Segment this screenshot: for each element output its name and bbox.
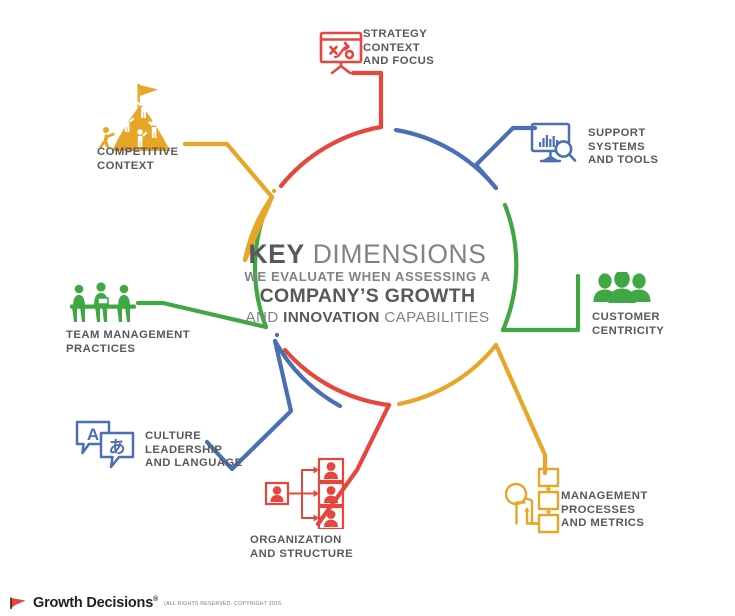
arc-organization (282, 347, 392, 408)
label-management-processes: MANAGEMENT PROCESSES AND METRICS (561, 490, 648, 530)
footer-copyright: (ALL RIGHTS RESERVED. COPYRIGHT 2015. (164, 601, 284, 608)
mountain-climbers-flag-icon (96, 82, 186, 159)
growth-decisions-flag-logo (10, 595, 27, 611)
leader-strategy (350, 70, 384, 130)
center-headline: KEY DIMENSIONS WE EVALUATE WHEN ASSESSIN… (185, 240, 550, 327)
leader-customer-centricity (500, 273, 581, 333)
three-people-group-icon (592, 270, 652, 311)
label-support-systems: SUPPORT SYSTEMS AND TOOLS (588, 127, 659, 167)
footer: Growth Decisions® (ALL RIGHTS RESERVED. … (10, 592, 283, 611)
registered-mark: ® (153, 596, 159, 603)
headline-line-2: WE EVALUATE WHEN ASSESSING A (244, 269, 491, 284)
leader-support-systems (473, 125, 538, 191)
headline-and: AND (245, 309, 284, 326)
arc-management-processes (396, 342, 499, 407)
people-at-table-icon (68, 282, 140, 329)
presentation-board-strategy-icon (316, 27, 366, 82)
label-competitive-context: COMPETITIVE CONTEXT (97, 146, 179, 172)
label-customer-centricity: CUSTOMER CENTRICITY (592, 311, 665, 337)
flowchart-process-icon (504, 466, 565, 539)
headline-line-1: KEY DIMENSIONS (185, 240, 550, 269)
leader-management-processes (493, 342, 548, 476)
monitor-chart-magnifier-icon (528, 119, 580, 172)
footer-brand-name: Growth Decisions® (33, 592, 158, 611)
headline-line-4: AND INNOVATION CAPABILITIES (185, 308, 550, 327)
svg-text:A: A (87, 425, 99, 444)
svg-text:あ: あ (109, 438, 126, 458)
arc-customer-centricity (500, 202, 519, 333)
arc-culture-main (272, 338, 343, 409)
label-strategy: STRATEGY CONTEXT AND FOCUS (363, 28, 435, 68)
headline-innovation: INNOVATION (283, 309, 380, 326)
brand-text: Growth Decisions (33, 594, 154, 611)
arc-strategy (278, 124, 384, 189)
label-organization: ORGANIZATION AND STRUCTURE (250, 534, 354, 560)
headline-key: KEY (248, 239, 305, 269)
org-chart-icon (264, 457, 350, 534)
label-culture: CULTURE LEADERSHIP AND LANGUAGE (145, 430, 243, 470)
leader-competitive-context (182, 141, 275, 263)
leader-culture (204, 338, 294, 472)
headline-line-3: COMPANY’S GROWTH (259, 285, 476, 307)
headline-capabilities: CAPABILITIES (379, 309, 490, 326)
leader-team-management (135, 300, 269, 330)
headline-dimensions: DIMENSIONS (304, 239, 487, 269)
speech-bubbles-language-icon: A あ (73, 417, 145, 474)
label-team-management: TEAM MANAGEMENT PRACTICES (66, 329, 191, 355)
